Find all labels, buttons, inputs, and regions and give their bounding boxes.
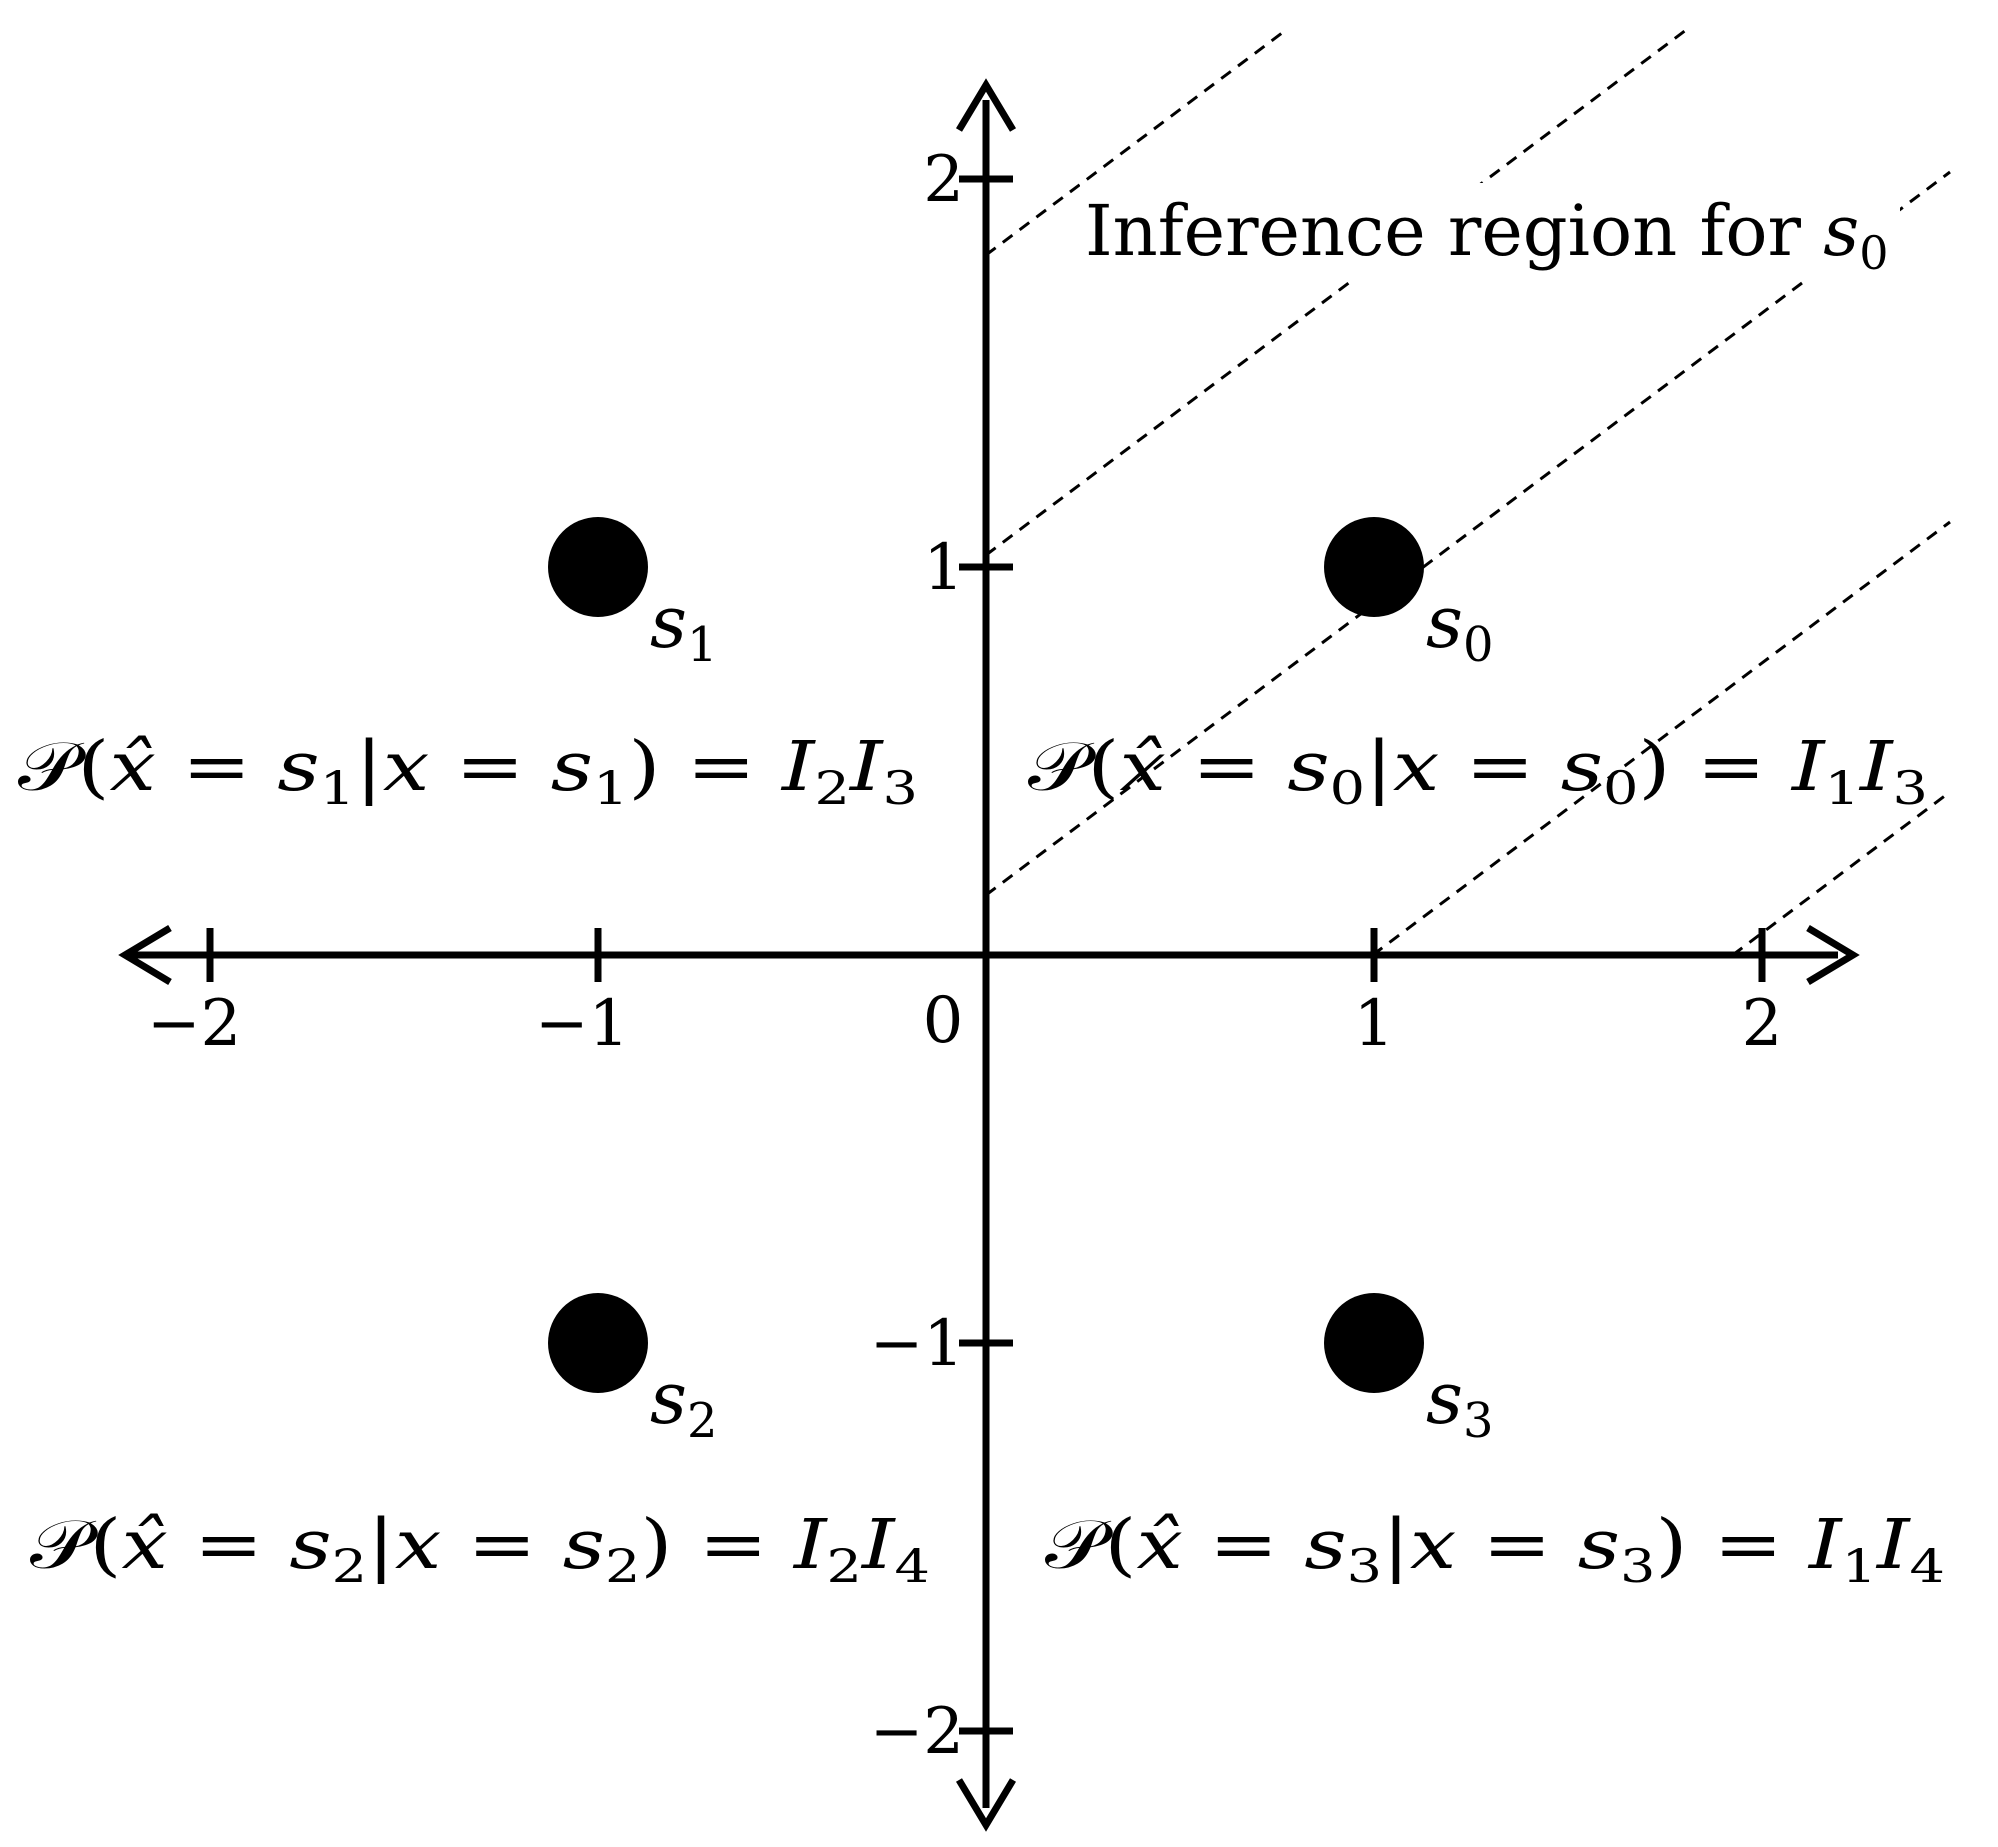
y-axis-arrow-top xyxy=(955,78,1017,132)
y-tick-label: 2 xyxy=(923,143,964,217)
point-s3 xyxy=(1324,1293,1424,1393)
y-tick-label: 1 xyxy=(923,531,964,605)
point-label-s3: s3 xyxy=(1426,1356,1494,1449)
constellation-points: s0 s1 s2 s3 xyxy=(548,517,1494,1449)
x-tick-label: −2 xyxy=(147,987,241,1061)
region-caption: Inference region for s0 xyxy=(1085,190,1888,280)
region-caption-backdrop xyxy=(1080,183,1900,279)
hatch-line xyxy=(1371,520,1951,957)
point-label-s1: s1 xyxy=(650,580,718,673)
y-tick-label: −1 xyxy=(870,1307,964,1381)
inference-region-hatch xyxy=(985,28,1951,957)
origin-label: 0 xyxy=(923,984,964,1058)
hatch-line xyxy=(985,28,1687,557)
axes xyxy=(118,78,1860,1832)
y-axis-arrow-bottom xyxy=(955,1778,1017,1832)
hatch-line xyxy=(1731,790,1951,957)
point-s0 xyxy=(1324,517,1424,617)
x-axis-arrow-right xyxy=(1806,924,1860,986)
x-tick-label: 2 xyxy=(1742,987,1783,1061)
point-label-s2: s2 xyxy=(650,1356,718,1449)
region-caption-text: Inference region for xyxy=(1085,190,1823,272)
y-tick-label: −2 xyxy=(870,1695,964,1769)
point-s1 xyxy=(548,517,648,617)
x-tick-label: −1 xyxy=(535,987,629,1061)
point-label-s0: s0 xyxy=(1426,580,1494,673)
axis-tick-labels: −2 −1 1 2 2 1 −1 −2 xyxy=(147,143,1783,1769)
point-s2 xyxy=(548,1293,648,1393)
axis-ticks xyxy=(206,175,1766,1735)
x-tick-label: 1 xyxy=(1354,987,1395,1061)
hatch-line xyxy=(985,170,1951,897)
region-caption-symbol: s xyxy=(1823,190,1859,272)
x-axis-arrow-left xyxy=(118,924,172,986)
region-caption-subscript: 0 xyxy=(1859,226,1888,280)
